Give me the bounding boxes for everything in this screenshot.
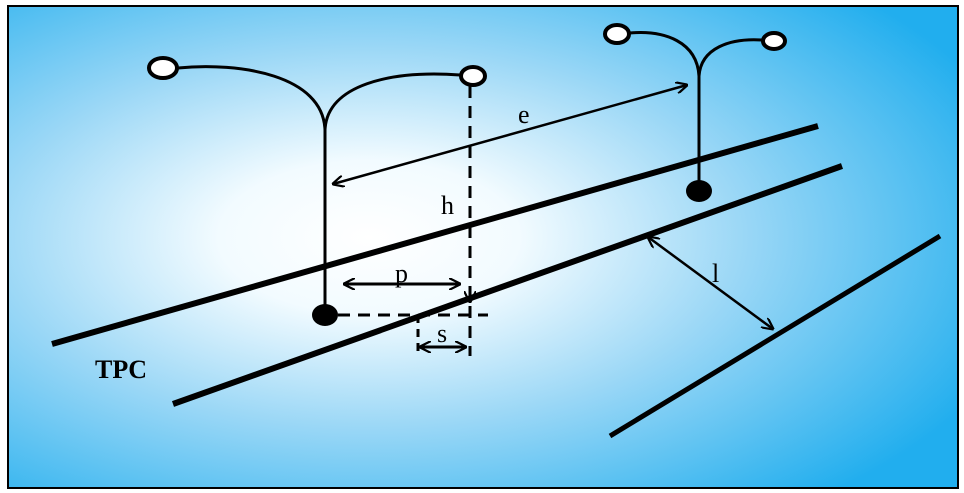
label-p: p: [395, 259, 408, 288]
label-h: h: [441, 191, 454, 220]
lamp-post-right: [603, 23, 787, 202]
width-arrow-l: [648, 237, 773, 329]
label-e: e: [518, 100, 530, 129]
spacing-arrow-e: [333, 85, 687, 184]
lamp-head-icon: [761, 31, 787, 51]
road-edge-line-1: [51, 123, 819, 347]
lamp-arm-left-outer: [177, 65, 327, 131]
lamp-base-icon: [686, 180, 712, 202]
lamp-head-icon: [459, 65, 487, 87]
label-s: s: [437, 319, 447, 348]
lamp-arm-right-outer: [629, 31, 701, 77]
label-tpc: TPC: [95, 355, 147, 384]
lamp-head-icon: [603, 23, 631, 45]
road-edge-line-2: [171, 163, 844, 407]
lamp-head-icon: [147, 56, 179, 80]
label-l: l: [712, 259, 719, 288]
lamp-arm-right-inner: [697, 38, 763, 77]
road-edge-line-3: [608, 233, 942, 439]
lamp-base-icon: [312, 304, 338, 326]
